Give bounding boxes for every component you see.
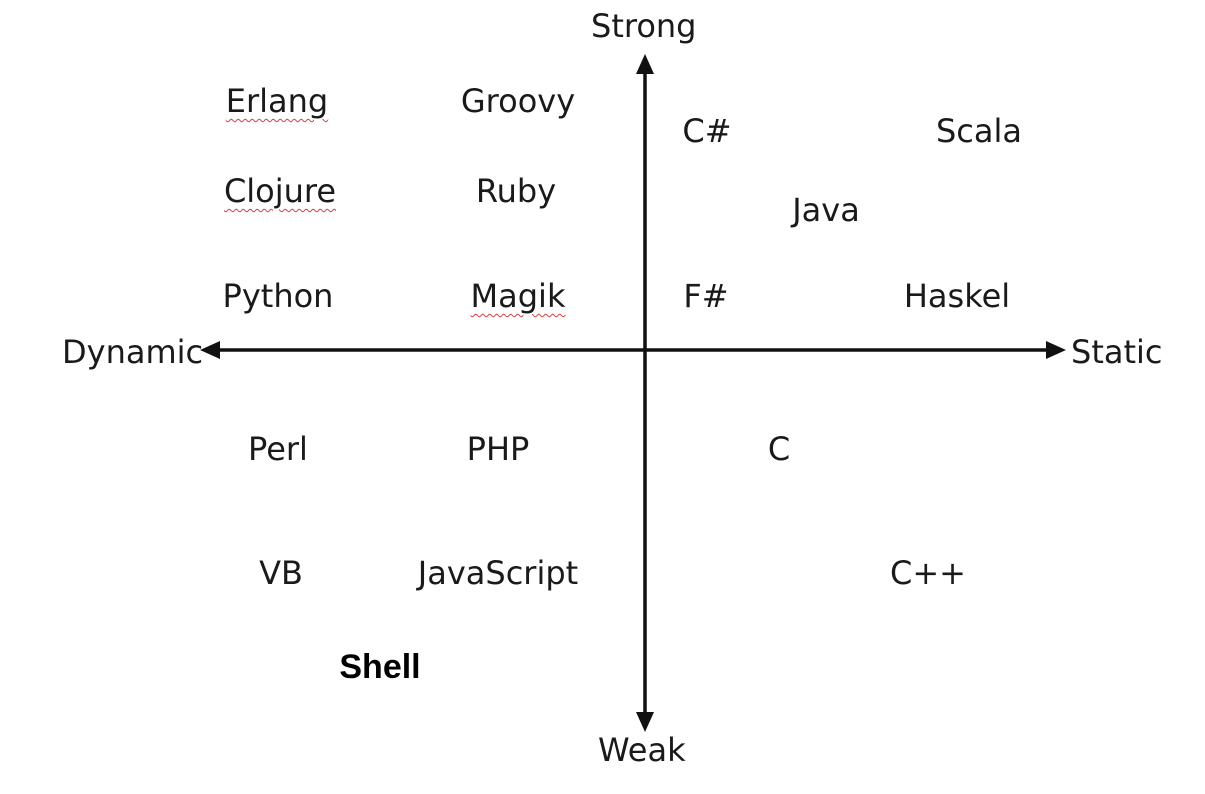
static-arrow-head	[1046, 341, 1066, 359]
weak-arrow-head	[636, 712, 654, 732]
axis-label-weak: Weak	[598, 731, 686, 769]
language-magik: Magik	[470, 277, 566, 315]
language-shell: Shell	[339, 648, 421, 686]
language-c: C	[767, 430, 791, 468]
axis-label-dynamic: Dynamic	[62, 333, 204, 371]
language-ruby: Ruby	[475, 172, 557, 210]
strong-arrow-head	[636, 54, 654, 74]
language-clojure: Clojure	[223, 172, 337, 210]
language-fsharp: F#	[683, 277, 729, 315]
axis-label-static: Static	[1071, 333, 1163, 371]
language-csharp: C#	[682, 112, 732, 150]
language-cpp: C++	[890, 554, 966, 592]
dynamic-arrow-head	[200, 341, 220, 359]
language-perl: Perl	[248, 430, 308, 468]
language-vb: VB	[259, 554, 303, 592]
language-haskel: Haskel	[903, 277, 1011, 315]
axis-label-strong: Strong	[591, 7, 697, 45]
language-java: Java	[792, 191, 860, 229]
language-python: Python	[222, 277, 334, 315]
language-php: PHP	[466, 430, 530, 468]
language-scala: Scala	[935, 112, 1023, 150]
language-javascript: JavaScript	[417, 554, 579, 592]
language-groovy: Groovy	[460, 82, 576, 120]
language-erlang: Erlang	[225, 82, 329, 120]
